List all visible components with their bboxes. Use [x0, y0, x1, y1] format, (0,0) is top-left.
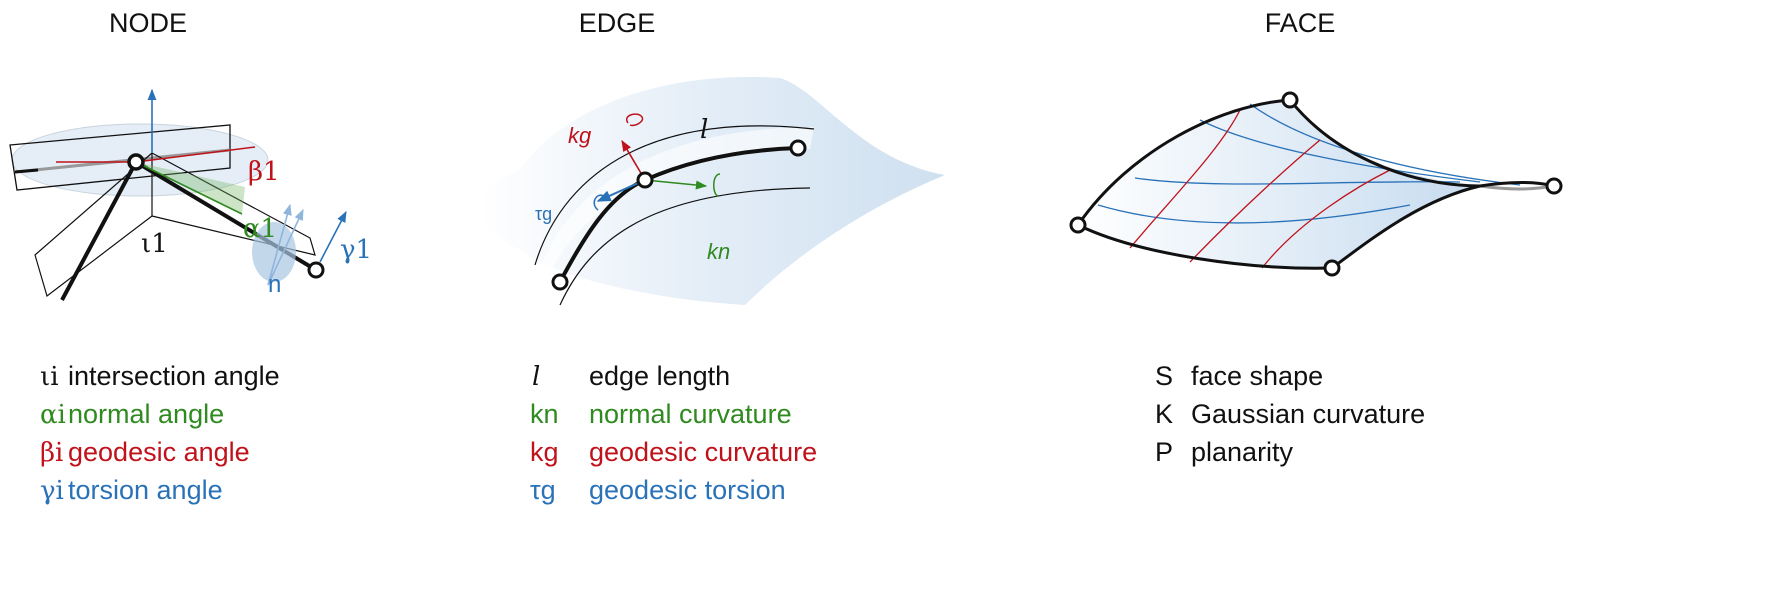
face-vertex — [1069, 216, 1087, 234]
edge-legend: l edge length kn normal curvature kg geo… — [530, 361, 817, 505]
gamma-label: γ1 — [340, 235, 372, 265]
iota-label: ι1 — [141, 229, 168, 259]
legend-symbol: ιi — [40, 362, 59, 392]
face-legend: S face shape K Gaussian curvature P plan… — [1155, 361, 1425, 467]
beta-label: β1 — [248, 157, 280, 187]
legend-text: normal curvature — [589, 399, 792, 429]
legend-symbol: kn — [530, 399, 559, 429]
kn-label: kn — [707, 239, 730, 264]
legend-text: intersection angle — [68, 361, 280, 391]
legend-text: edge length — [589, 361, 730, 391]
face-vertex — [1281, 91, 1299, 109]
n-label: n — [268, 271, 281, 298]
legend-symbol: τg — [530, 475, 556, 505]
edge-figure: kg l τg kn — [478, 76, 945, 306]
edge-title: EDGE — [579, 8, 656, 38]
edge-vertex — [789, 139, 807, 157]
edge-vertex — [636, 171, 654, 189]
legend-text: planarity — [1191, 437, 1294, 467]
node-vertex — [127, 153, 145, 171]
node-title: NODE — [109, 8, 187, 38]
node-legend: ιi intersection angle αi normal angle βi… — [40, 361, 280, 506]
face-vertex — [1545, 177, 1563, 195]
legend-text: geodesic torsion — [589, 475, 786, 505]
legend-symbol: γi — [40, 476, 64, 506]
legend-text: torsion angle — [68, 475, 223, 505]
legend-text: geodesic curvature — [589, 437, 817, 467]
face-title: FACE — [1265, 8, 1336, 38]
legend-text: normal angle — [68, 399, 224, 429]
legend-symbol: l — [532, 362, 540, 392]
kg-label: kg — [568, 123, 592, 148]
legend-text: geodesic angle — [68, 437, 250, 467]
node-figure: β1 α1 ι1 γ1 n — [9, 88, 372, 301]
legend-symbol: P — [1155, 437, 1173, 467]
legend-symbol: βi — [40, 438, 63, 468]
edge-vertex — [551, 273, 569, 291]
alpha-label: α1 — [243, 214, 277, 244]
legend-symbol: kg — [530, 437, 559, 467]
length-label: l — [700, 115, 708, 145]
legend-text: face shape — [1191, 361, 1323, 391]
legend-symbol: K — [1155, 399, 1173, 429]
face-vertex — [1323, 259, 1341, 277]
legend-symbol: S — [1155, 361, 1173, 391]
node-vertex — [307, 261, 325, 279]
legend-text: Gaussian curvature — [1191, 399, 1425, 429]
face-figure — [1069, 91, 1563, 277]
legend-symbol: αi — [40, 400, 66, 430]
tau-label: τg — [535, 204, 552, 224]
